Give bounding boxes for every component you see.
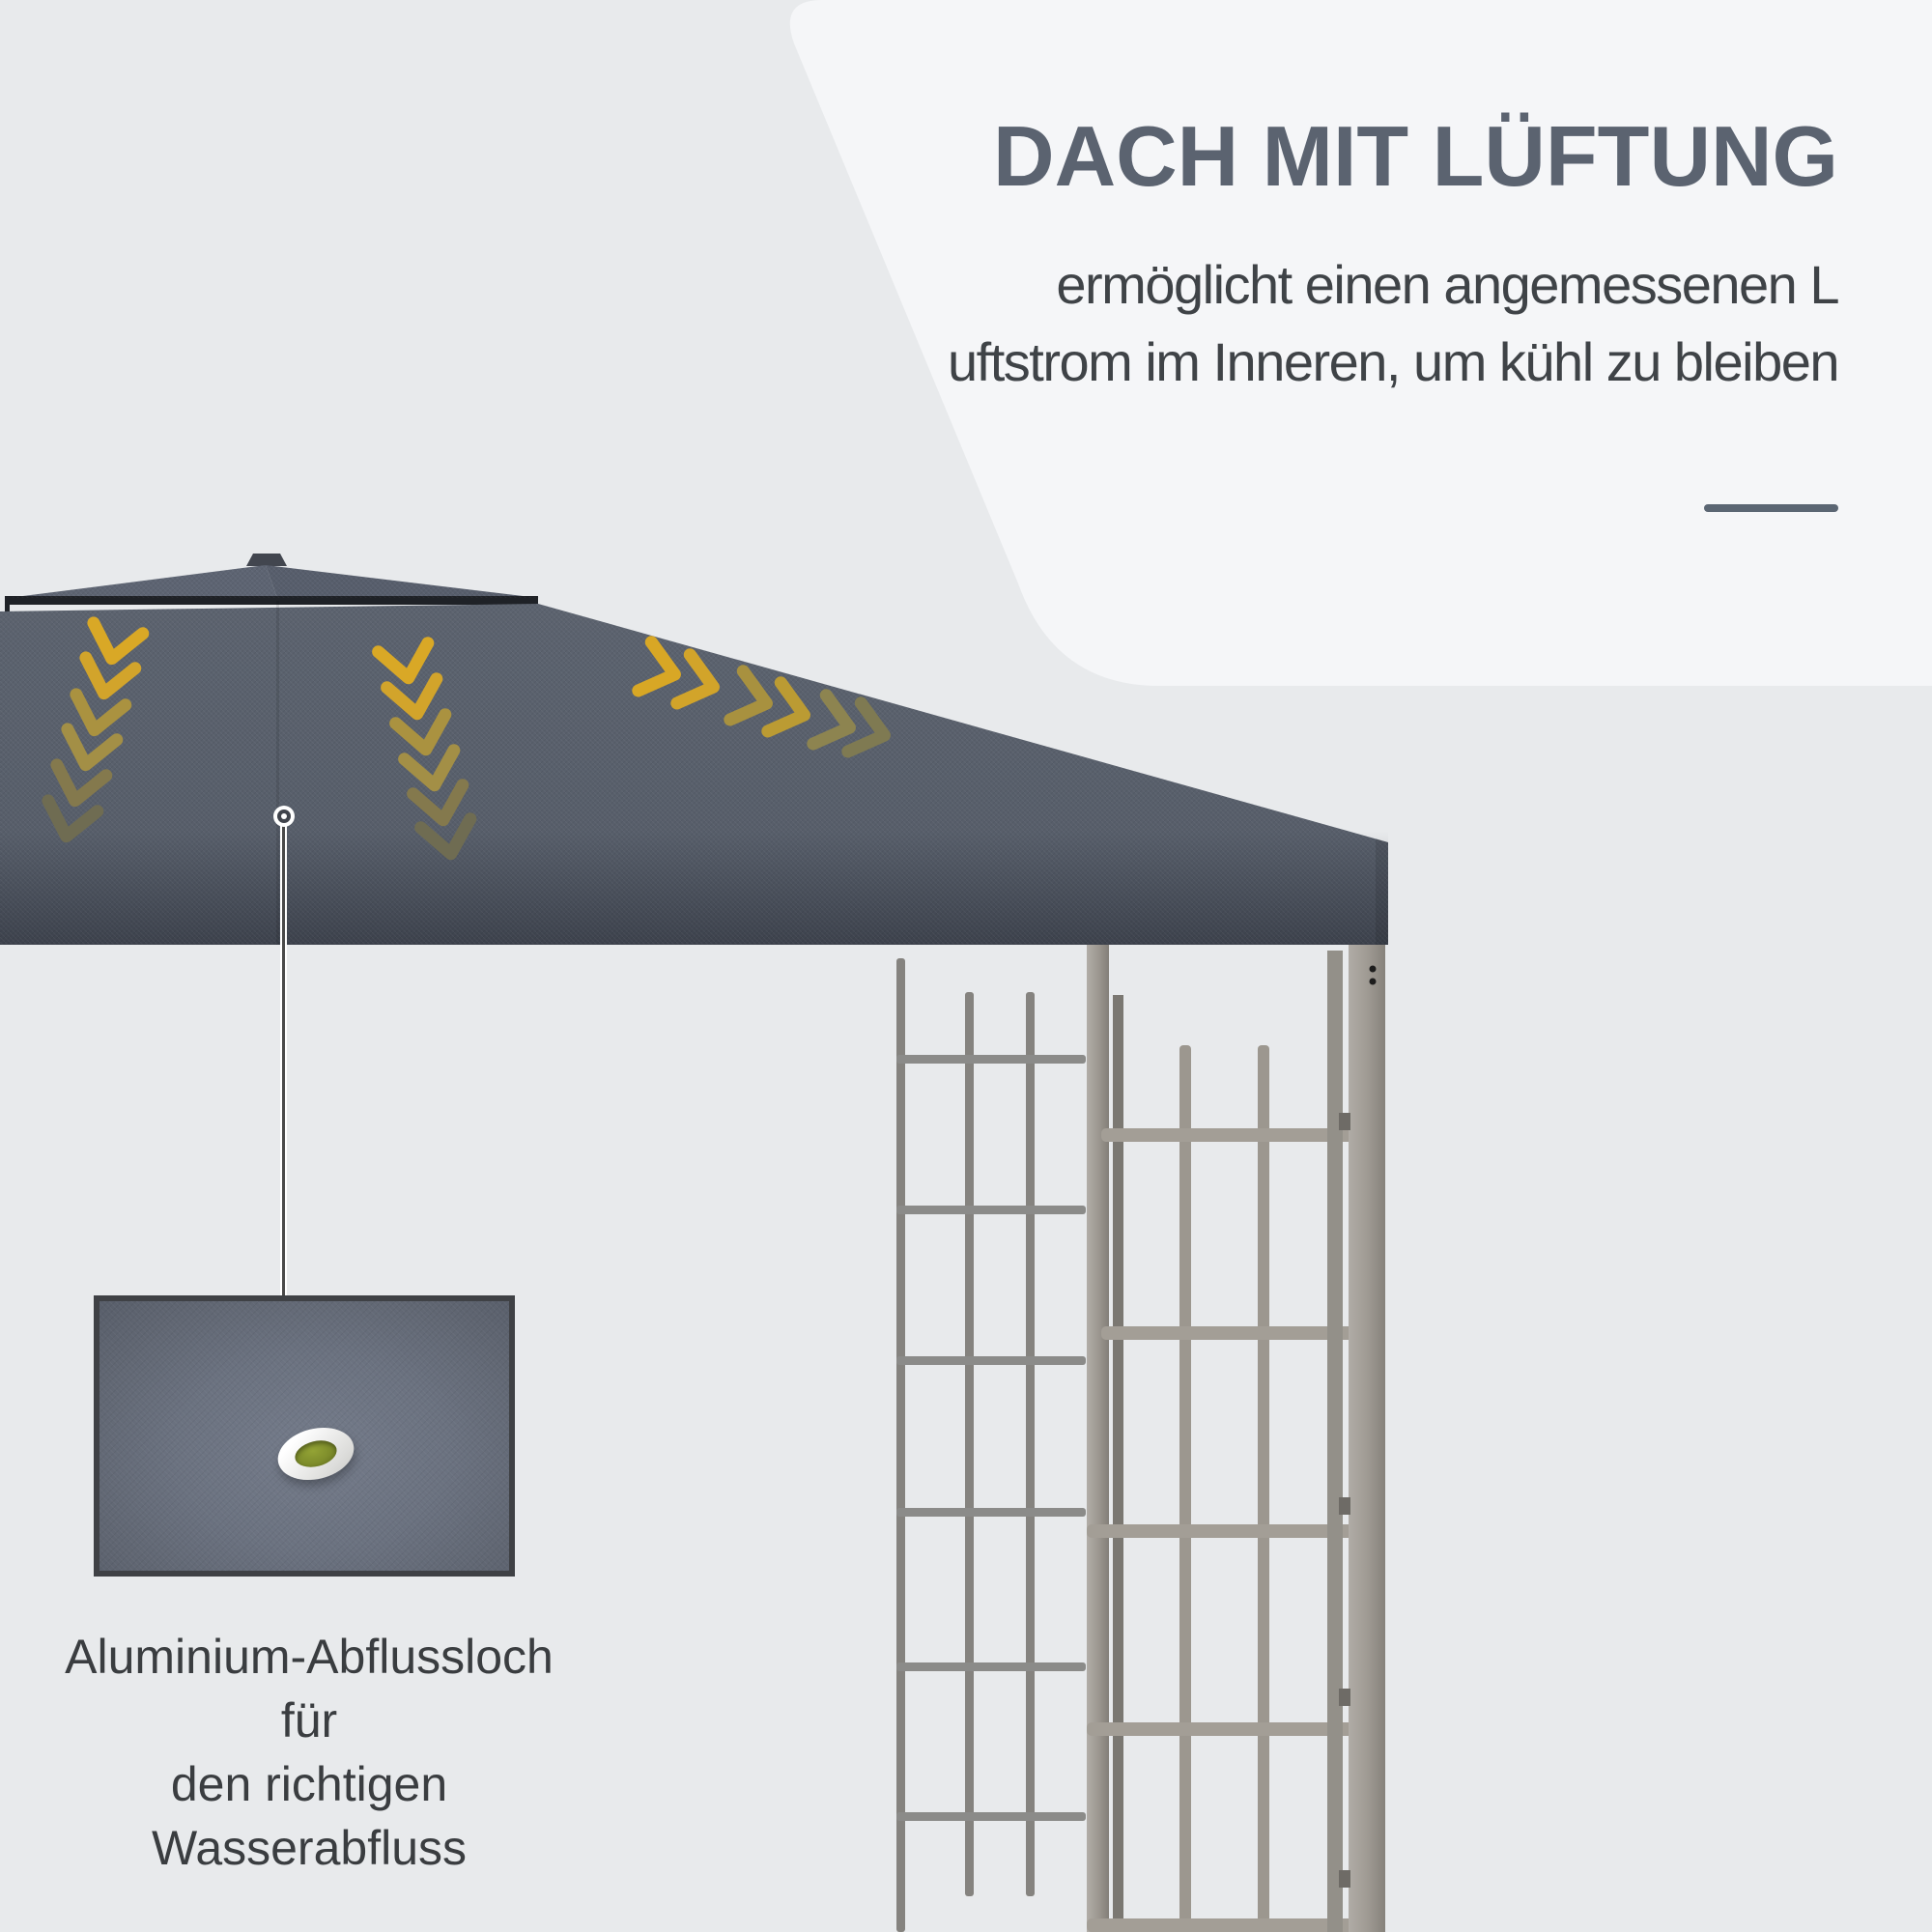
feature-description-line-2: uftstrom im Inneren, um kühl zu bleiben [948, 331, 1839, 392]
front-lattice [1087, 1045, 1364, 1932]
airflow-chevron-icon [407, 779, 469, 827]
drain-hole-inset-photo [94, 1295, 515, 1577]
airflow-chevron-icon [372, 637, 435, 685]
thin-pole [1113, 995, 1123, 1932]
airflow-chevron-icon [398, 744, 461, 792]
vent-gap-band [5, 596, 538, 605]
corner-leg-assembly [1087, 941, 1385, 1932]
callout-target-icon [273, 806, 295, 827]
post-side-pole [1327, 951, 1343, 1932]
feature-description-line-1: ermöglicht einen angemessenen L [1056, 254, 1839, 315]
page-title: DACH MIT LÜFTUNG [993, 108, 1838, 204]
corner-post [1349, 941, 1385, 1932]
airflow-chevron-icon [414, 812, 477, 861]
airflow-chevron-icon [61, 723, 124, 772]
post-hole [1369, 965, 1377, 973]
airflow-chevron-icon [724, 665, 773, 726]
airflow-chevron-icon [50, 758, 113, 808]
inset-caption: Aluminium-Abflussloch für den richtigen … [39, 1625, 580, 1880]
callout-line [280, 826, 287, 1295]
peak-tip-cap [246, 554, 287, 566]
vent-end-left [5, 596, 10, 611]
airflow-chevron-icon [670, 648, 720, 710]
accent-dash [1704, 504, 1838, 512]
canopy [0, 554, 1388, 945]
airflow-chevron-icon [42, 794, 104, 843]
airflow-chevron-icon [389, 708, 452, 756]
inset-caption-line-1: Aluminium-Abflussloch für [65, 1630, 554, 1747]
airflow-chevron-icon [381, 672, 443, 721]
drain-grommet-hole [292, 1436, 340, 1471]
airflow-chevron-icon [632, 636, 681, 697]
airflow-arrows [42, 616, 891, 861]
inset-caption-line-2: den richtigen Wasserabfluss [151, 1757, 468, 1875]
airflow-chevron-icon [841, 696, 891, 758]
back-lattice [896, 958, 1086, 1932]
airflow-chevron-icon [807, 689, 856, 751]
airflow-chevron-icon [761, 676, 810, 738]
airflow-chevron-icon [79, 651, 142, 700]
vent-end-right [533, 596, 538, 611]
feature-description: ermöglicht einen angemessenen L uftstrom… [872, 246, 1839, 401]
airflow-chevron-icon [70, 688, 132, 737]
callout-target-dot [281, 813, 287, 819]
airflow-chevron-icon [87, 616, 150, 666]
fabric-texture [0, 565, 1388, 945]
front-left-pole [1087, 943, 1109, 1932]
post-brackets [1339, 1113, 1350, 1888]
panel-shape [789, 0, 1932, 686]
post-hole [1369, 978, 1377, 985]
